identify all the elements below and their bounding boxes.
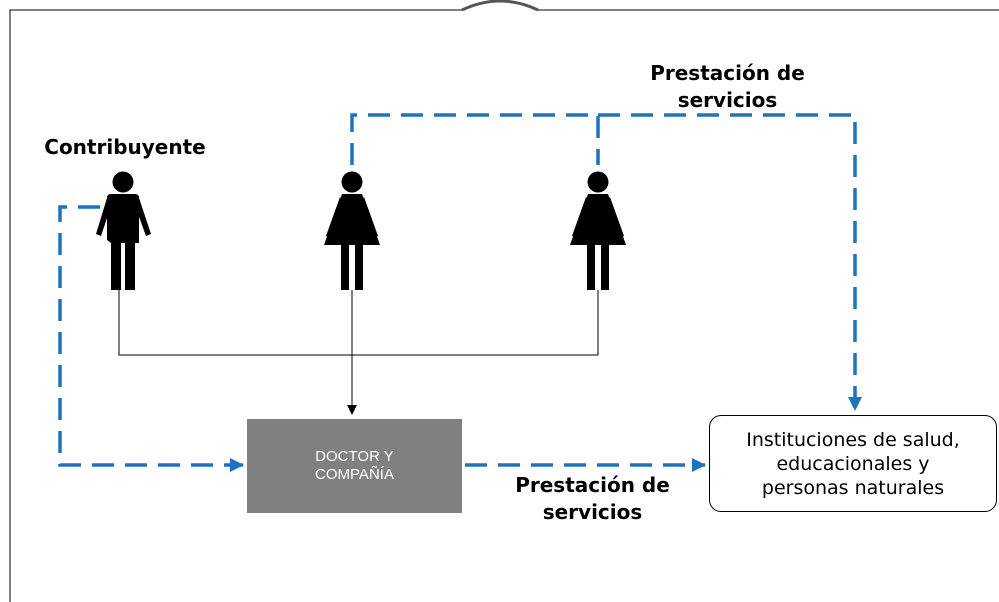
prestacion-top-label: Prestación de servicios [650, 61, 805, 112]
flow-women-link [350, 113, 600, 165]
prestacion-bottom-label: Prestación de servicios [515, 473, 670, 524]
woman-icon [324, 171, 380, 290]
instituciones-box: Instituciones de salud, educacionales y … [709, 415, 997, 512]
service-flows [58, 113, 862, 472]
instituciones-label: Instituciones de salud, educacionales y … [746, 428, 960, 499]
flow-contribuyente-to-doctor [58, 205, 244, 472]
man-icon [96, 171, 151, 290]
diagram-frame [9, 9, 999, 602]
woman-icon [570, 171, 626, 290]
top-decoration [461, 0, 539, 12]
contribuyente-label: Contribuyente [44, 135, 206, 159]
contribution-connectors [118, 290, 599, 415]
doctor-compania-label: DOCTOR Y COMPAÑÍA [315, 448, 394, 483]
doctor-compania-box: DOCTOR Y COMPAÑÍA [247, 419, 462, 513]
flow-to-instituciones-top [598, 113, 862, 411]
